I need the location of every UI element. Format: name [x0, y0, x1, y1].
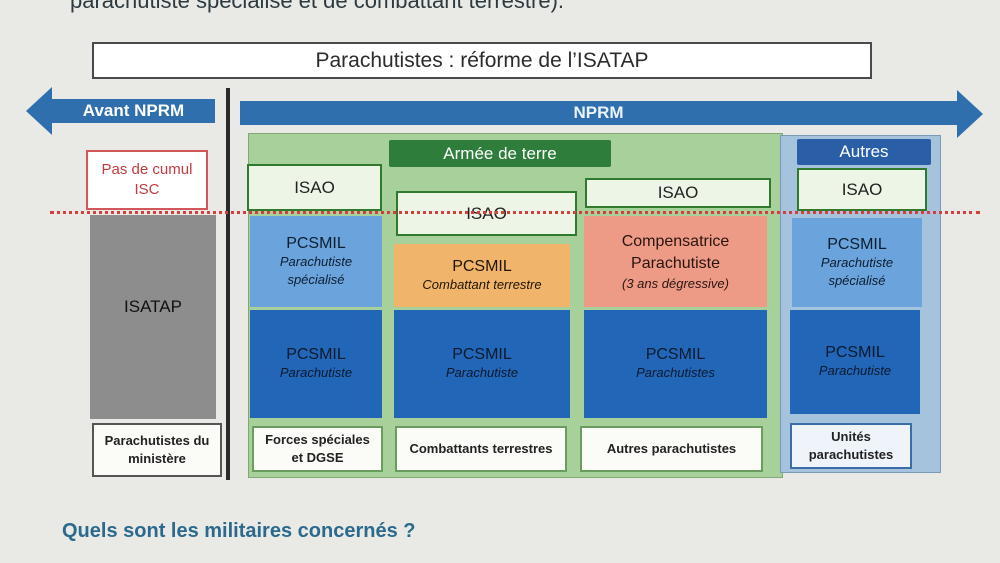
cell-title: PCSMIL	[645, 346, 706, 363]
slide-title-text: Parachutistes : réforme de l’ISATAP	[315, 48, 649, 72]
cell-subtitle: Combattant terrestre	[422, 276, 542, 292]
intro-text-fragment: parachutiste spécialisé et de combattant…	[70, 0, 565, 13]
parachutistes-du-ministere-box: Parachutistes du ministère	[92, 423, 222, 477]
pcsmil-specialise-cell-col1: PCSMIL Parachutiste spécialisé	[250, 216, 382, 307]
unites-parachutistes-box: Unités parachutistes	[790, 423, 912, 469]
cell-subtitle: Parachutistes	[636, 365, 715, 380]
arrow-right-head	[957, 90, 983, 138]
pcsmil-parachutistes-cell-col3: PCSMIL Parachutistes	[584, 310, 767, 418]
isao-label-col1: ISAO	[294, 177, 335, 197]
isatap-block: ISATAP	[90, 215, 216, 419]
autres-header: Autres	[797, 139, 931, 165]
forces-speciales-text: Forces spéciales et DGSE	[265, 432, 370, 465]
pcsmil-combattant-cell-col2: PCSMIL Combattant terrestre	[394, 244, 570, 307]
arrow-avant-nprm: Avant NPRM	[52, 99, 215, 123]
autres-parachutistes-box: Autres parachutistes	[580, 426, 763, 472]
cell-title: PCSMIL	[286, 346, 346, 363]
combattants-terrestres-text: Combattants terrestres	[409, 441, 553, 456]
arrow-avant-nprm-label: Avant NPRM	[82, 101, 185, 120]
vertical-divider	[226, 88, 230, 480]
arrow-nprm: NPRM	[240, 101, 957, 125]
parachutistes-du-ministere-text: Parachutistes du ministère	[104, 433, 210, 466]
pas-de-cumul-isc-box: Pas de cumul ISC	[86, 150, 208, 210]
autres-header-label: Autres	[839, 142, 889, 161]
cell-title: Compensatrice Parachutiste	[621, 232, 730, 272]
isao-box-col3: ISAO	[585, 178, 771, 208]
cell-subtitle: Parachutiste	[445, 365, 519, 380]
section-question: Quels sont les militaires concernés ?	[62, 520, 416, 542]
cell-title: PCSMIL	[825, 344, 885, 361]
unites-parachutistes-text: Unités parachutistes	[808, 429, 894, 462]
cell-title: PCSMIL	[452, 257, 512, 275]
cell-title: PCSMIL	[452, 346, 512, 363]
compensatrice-parachutiste-cell-col3: Compensatrice Parachutiste (3 ans dégres…	[584, 216, 767, 307]
isao-label-col3: ISAO	[657, 183, 699, 202]
isc-separator-line	[50, 211, 980, 214]
cell-title: PCSMIL	[286, 234, 346, 252]
cell-title: PCSMIL	[827, 235, 887, 253]
cell-subtitle: Parachutiste	[818, 363, 892, 378]
isao-box-col1: ISAO	[247, 164, 382, 211]
isao-label-col4: ISAO	[841, 179, 883, 199]
cell-subtitle: (3 ans dégressive)	[622, 275, 729, 291]
arrow-nprm-label: NPRM	[573, 103, 624, 122]
cell-subtitle: Parachutiste spécialisé	[820, 254, 894, 288]
pcsmil-parachutiste-cell-col4: PCSMIL Parachutiste	[790, 310, 920, 414]
pas-de-cumul-isc-text: Pas de cumul ISC	[101, 161, 193, 198]
pcsmil-specialise-cell-col4: PCSMIL Parachutiste spécialisé	[792, 218, 922, 307]
combattants-terrestres-box: Combattants terrestres	[395, 426, 567, 472]
autres-parachutistes-text: Autres parachutistes	[606, 441, 737, 456]
pcsmil-parachutiste-cell-col2: PCSMIL Parachutiste	[394, 310, 570, 418]
arrow-left-head	[26, 87, 52, 135]
cell-subtitle: Parachutiste	[279, 365, 353, 380]
isao-box-col4: ISAO	[797, 168, 927, 211]
pcsmil-parachutiste-cell-col1: PCSMIL Parachutiste	[250, 310, 382, 418]
isatap-label: ISATAP	[124, 297, 182, 316]
cell-subtitle: Parachutiste spécialisé	[279, 253, 353, 287]
forces-speciales-box: Forces spéciales et DGSE	[252, 426, 383, 472]
armee-de-terre-header: Armée de terre	[389, 140, 611, 167]
slide-title: Parachutistes : réforme de l’ISATAP	[92, 42, 872, 79]
armee-de-terre-header-label: Armée de terre	[443, 143, 557, 163]
